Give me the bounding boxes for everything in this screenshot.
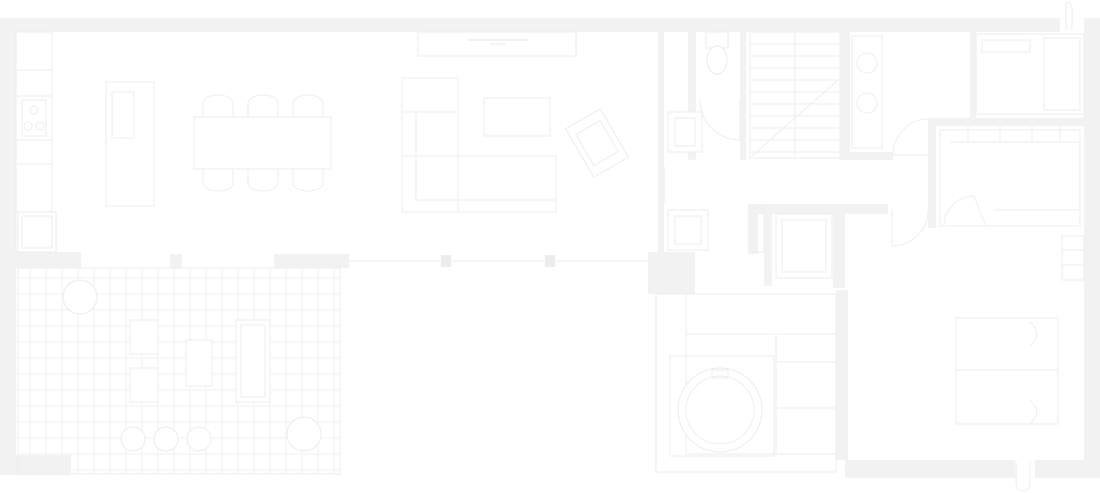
bathtub [975,33,1085,115]
terrace-border [17,267,341,475]
hallway-door [891,209,929,247]
dining-table [193,116,332,170]
window-lines [349,166,665,262]
washroom-counter [851,35,883,149]
cooktop-icon [21,99,47,137]
interior-walls [16,30,1084,460]
kitchen-island [105,81,155,207]
refrigerator-icon [17,211,57,253]
coffee-table [483,97,551,137]
bathroom-door [1065,1,1073,30]
toilet-door [699,99,741,141]
bed [955,317,1059,425]
jacuzzi-room [655,293,837,473]
closet-shelves [939,126,1081,227]
terrace-furniture [62,279,322,452]
jacuzzi-icon [677,367,763,453]
stairs [749,31,841,159]
tv-unit [417,31,577,57]
bedroom-door [1015,462,1031,492]
storage-cabinet [667,111,703,153]
dining-chairs [202,94,324,192]
toilet-icon [705,31,729,75]
armchair [564,108,630,178]
terrace-tiles [18,268,340,474]
exterior-walls [0,18,1100,478]
washroom-door [892,118,930,156]
hallway-storage [667,207,833,279]
stair-break-line [751,79,839,157]
bedroom-shelf [1061,235,1085,281]
sofa [401,77,557,213]
